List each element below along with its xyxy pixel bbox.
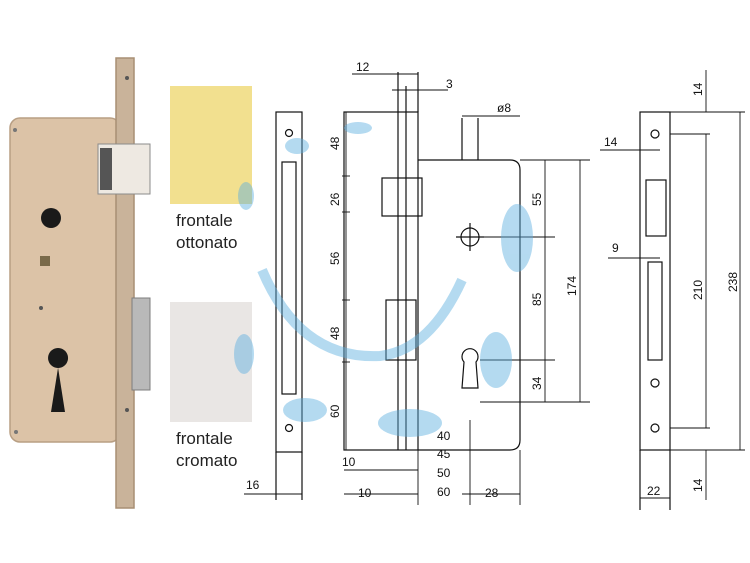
watermark-logo	[234, 122, 533, 437]
dim-10-lower: 10	[358, 486, 372, 500]
chrome-finish-swatch	[170, 302, 252, 422]
dim-238: 238	[726, 272, 740, 292]
dim-backset-50: 50	[437, 466, 451, 480]
dead-bolt	[131, 297, 151, 391]
faceplate-front-view	[639, 111, 671, 510]
chrome-finish-caption: frontale cromato	[176, 428, 237, 472]
chrome-finish-line2: cromato	[176, 451, 238, 470]
dim-28: 28	[485, 486, 499, 500]
cylinder-hole	[48, 348, 69, 412]
dim-12: 12	[356, 60, 370, 74]
spindle-hole	[41, 208, 61, 228]
dim-85: 85	[530, 292, 544, 306]
chrome-finish-line1: frontale	[176, 429, 233, 448]
dim-3: 3	[446, 77, 453, 91]
brass-finish-line1: frontale	[176, 211, 233, 230]
cylinder-profile	[461, 348, 479, 389]
dim-55: 55	[530, 192, 544, 206]
dim-backset-60: 60	[437, 485, 451, 499]
dim-14-side: 14	[604, 135, 618, 149]
lock-faceplate	[115, 57, 135, 509]
brass-finish-line2: ottonato	[176, 233, 238, 252]
dim-60-left: 60	[328, 404, 342, 418]
dim-9: 9	[612, 241, 619, 255]
dim-34: 34	[530, 376, 544, 390]
dim-phi8: ø8	[497, 101, 511, 115]
lock-body-outline	[418, 118, 521, 451]
dim-56: 56	[328, 251, 342, 265]
lock-photo	[9, 57, 151, 509]
dim-backset-45: 45	[437, 447, 451, 461]
dim-16: 16	[246, 478, 260, 492]
brass-finish-swatch	[170, 86, 252, 204]
dim-10-upper: 10	[342, 455, 356, 469]
dim-26: 26	[328, 192, 342, 206]
dimension-labels: 12 3 ø8 48 26 56 48 60 55 85 34 174 40 4…	[246, 60, 740, 500]
dim-48-top: 48	[328, 136, 342, 150]
dim-174: 174	[565, 276, 579, 296]
dim-14-bottom: 14	[691, 478, 705, 492]
dim-14-top: 14	[691, 82, 705, 96]
dim-48-mid: 48	[328, 326, 342, 340]
dim-210: 210	[691, 280, 705, 300]
front-view-faceplate	[275, 111, 303, 500]
side-view-lock-case	[343, 72, 423, 451]
brass-finish-caption: frontale ottonato	[176, 210, 237, 254]
dim-backset-40: 40	[437, 429, 451, 443]
dimension-lines	[244, 70, 745, 505]
dim-22: 22	[647, 484, 661, 498]
